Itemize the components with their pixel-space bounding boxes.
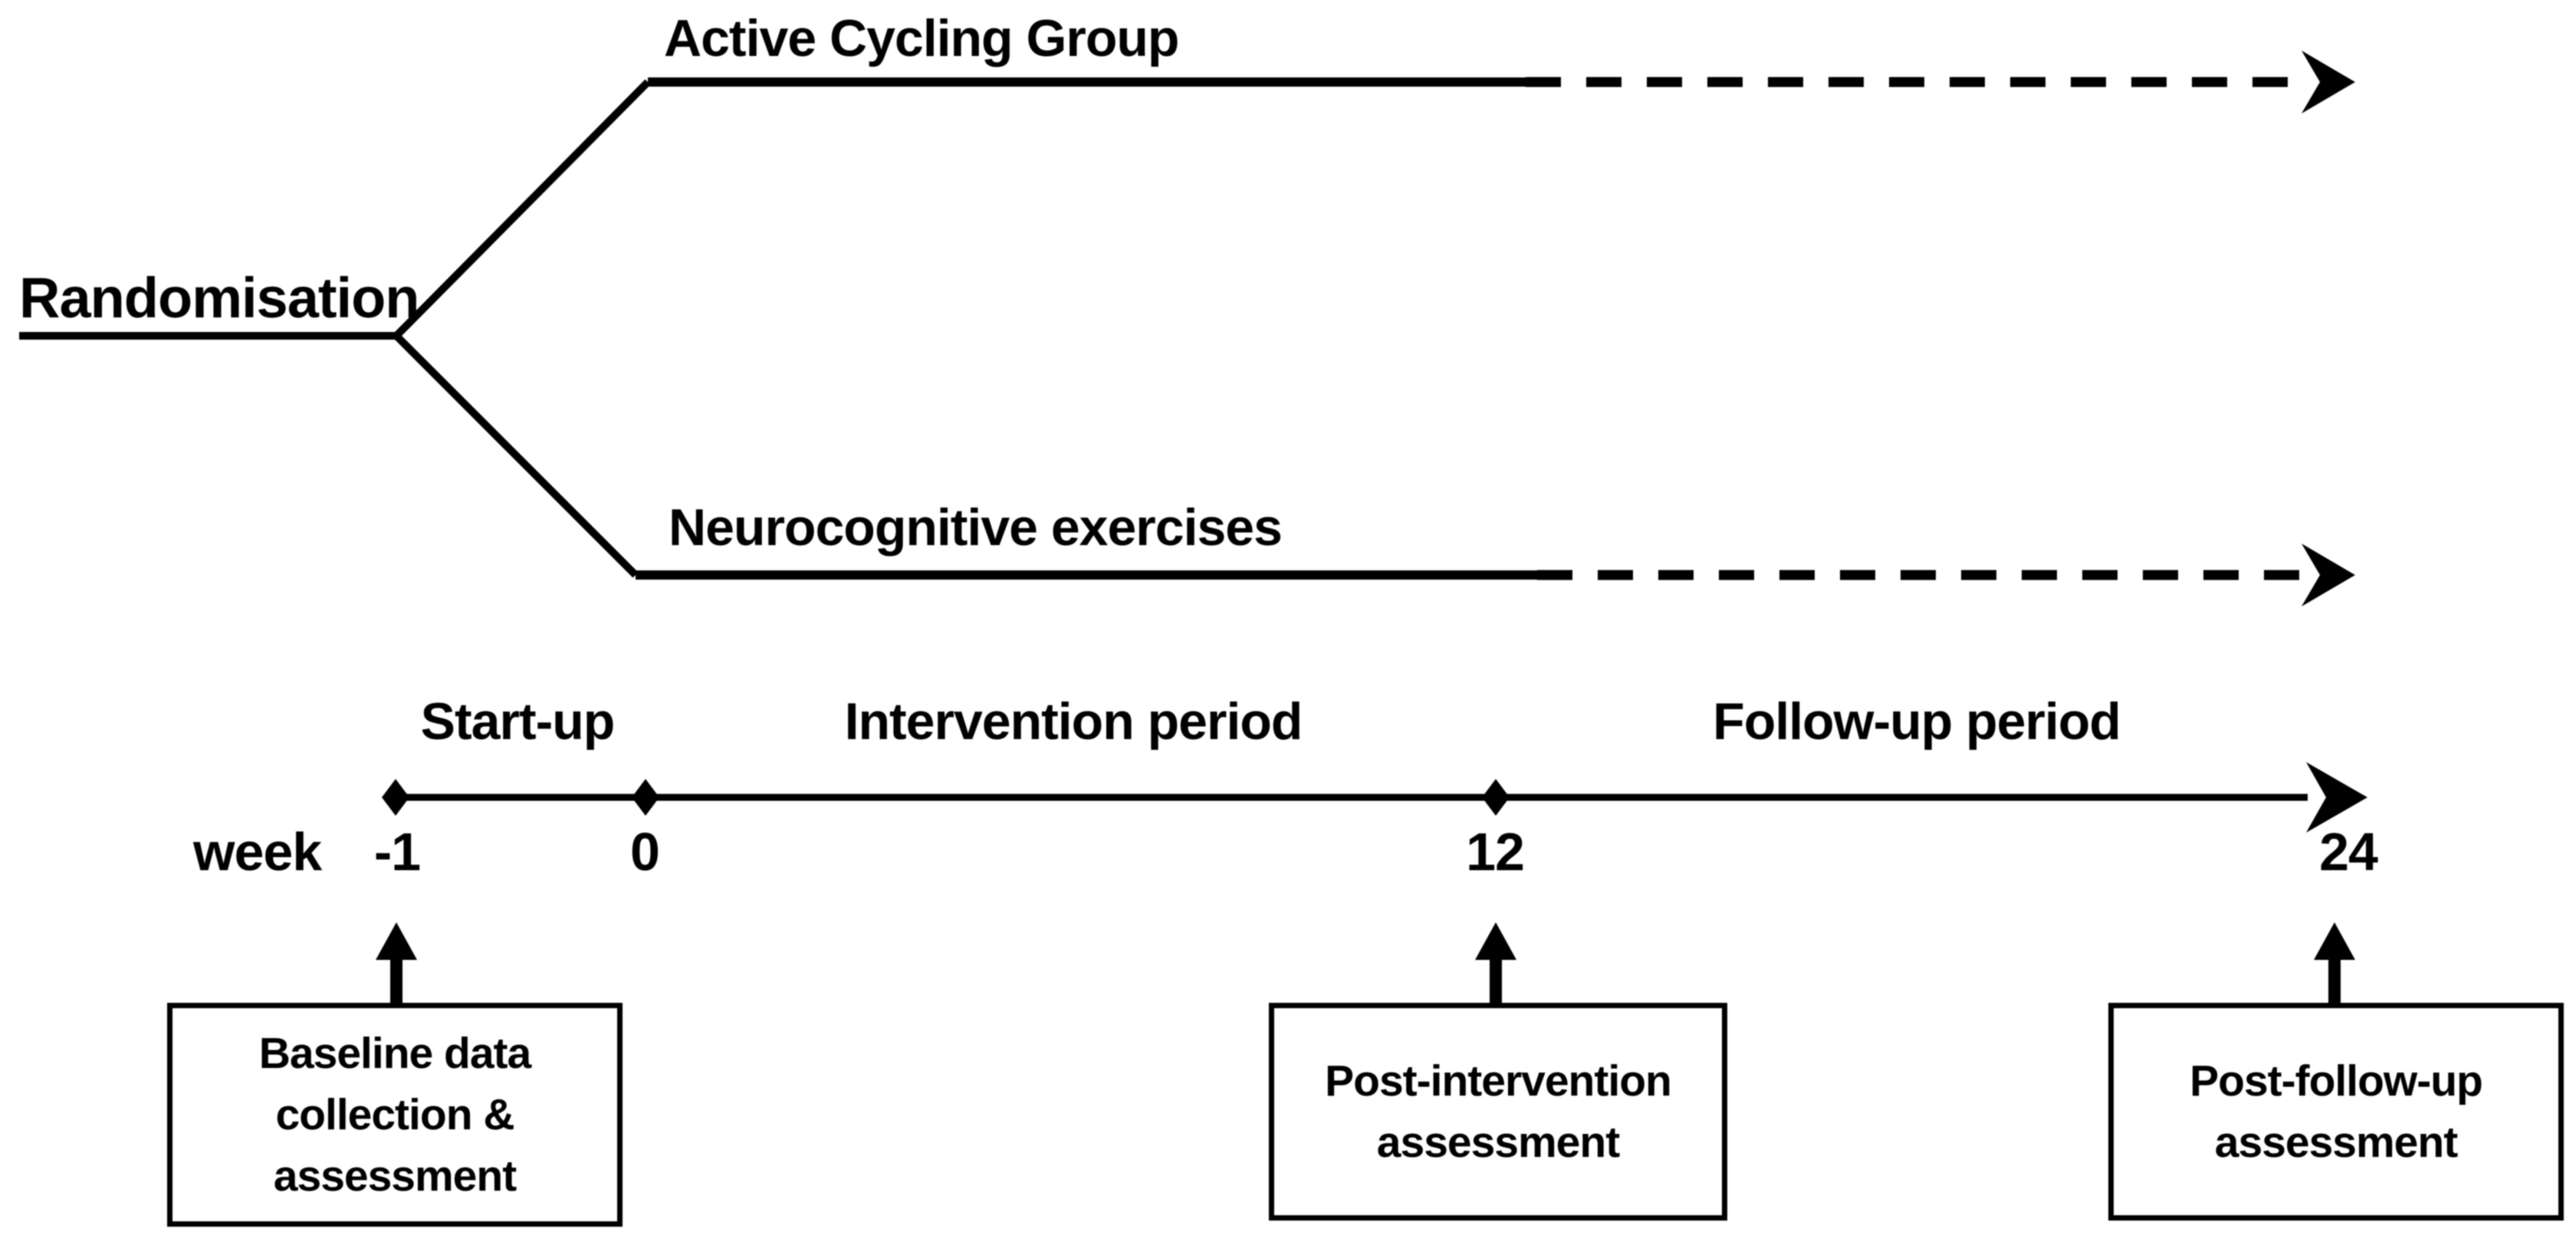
timeline-diamond-marker-icon: [1482, 779, 1510, 816]
week-axis-label: week: [193, 822, 322, 882]
box-line: collection &: [275, 1090, 514, 1139]
timeline-diamond-marker-icon: [632, 779, 659, 816]
assessment-box-baseline: Baseline data collection & assessment: [167, 1003, 623, 1227]
tick-label-minus-1: -1: [373, 822, 421, 882]
timeline-arrowhead-right-icon: [2306, 762, 2367, 833]
top-branch-diagonal: [393, 79, 651, 339]
bottom-arm-arrowhead-right-icon: [2302, 544, 2355, 606]
period-label-startup: Start-up: [420, 692, 616, 751]
post-followup-up-arrow-icon: [2314, 922, 2355, 1006]
box-line: assessment: [273, 1152, 517, 1201]
baseline-up-arrow-icon: [376, 922, 417, 1006]
period-label-followup: Follow-up period: [1713, 692, 2121, 751]
box-line: Baseline data: [258, 1029, 531, 1078]
box-line: assessment: [2214, 1118, 2458, 1167]
post-intervention-up-arrow-icon: [1475, 922, 1516, 1006]
box-line: Post-intervention: [1325, 1056, 1672, 1106]
tick-label-12: 12: [1466, 822, 1525, 882]
timeline-diamond-marker-icon: [382, 779, 409, 816]
tick-label-0: 0: [630, 822, 660, 882]
arm-label-neurocognitive: Neurocognitive exercises: [669, 498, 1283, 557]
randomisation-label: Randomisation: [19, 266, 419, 330]
top-arm-arrowhead-right-icon: [2302, 51, 2355, 113]
assessment-box-post-followup: Post-follow-up assessment: [2108, 1003, 2564, 1221]
arm-label-active-cycling: Active Cycling Group: [664, 9, 1179, 67]
tick-label-24: 24: [2319, 822, 2378, 882]
bottom-branch-diagonal: [393, 333, 639, 578]
box-line: Post-follow-up: [2190, 1056, 2483, 1106]
assessment-box-post-intervention: Post-intervention assessment: [1269, 1003, 1727, 1221]
period-label-intervention: Intervention period: [844, 692, 1303, 751]
box-line: assessment: [1376, 1118, 1620, 1167]
